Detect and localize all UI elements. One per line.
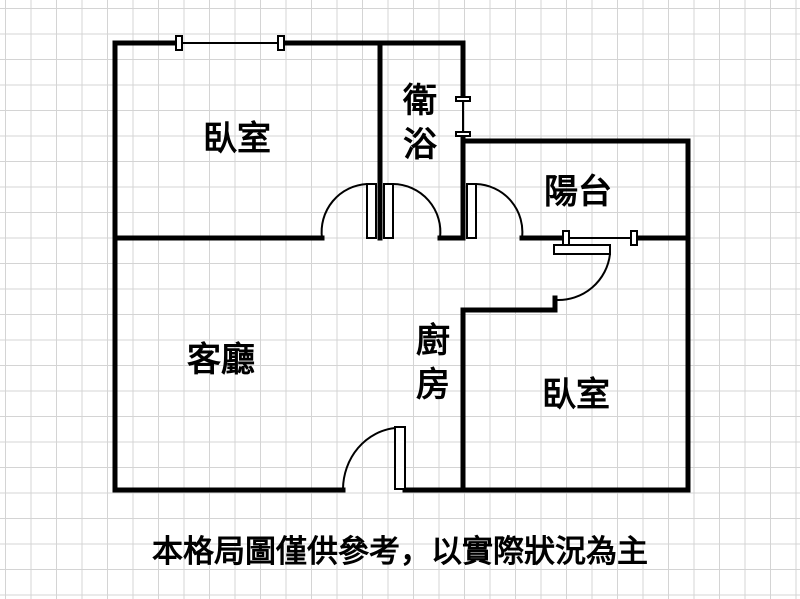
label-living-room: 客廳 (187, 340, 255, 380)
label-kitchen-1: 廚 (416, 321, 450, 361)
window-top (175, 35, 285, 51)
disclaimer-caption: 本格局圖僅供參考，以實際狀況為主 (152, 534, 648, 570)
label-kitchen-2: 房 (416, 365, 450, 405)
door-bathroom (383, 183, 442, 239)
label-bedroom-2: 臥室 (542, 375, 610, 415)
window-balcony (562, 230, 638, 246)
door-bedroom-1 (320, 183, 377, 239)
label-bedroom-1: 臥室 (203, 119, 271, 159)
label-balcony: 陽台 (544, 172, 612, 212)
label-bathroom-1: 衛 (402, 81, 437, 121)
door-balcony-side (466, 183, 524, 239)
door-bedroom-2 (553, 244, 611, 302)
label-bathroom-2: 浴 (403, 125, 438, 165)
window-bathroom (455, 96, 471, 137)
walls (112, 40, 691, 493)
door-entrance (342, 426, 406, 490)
